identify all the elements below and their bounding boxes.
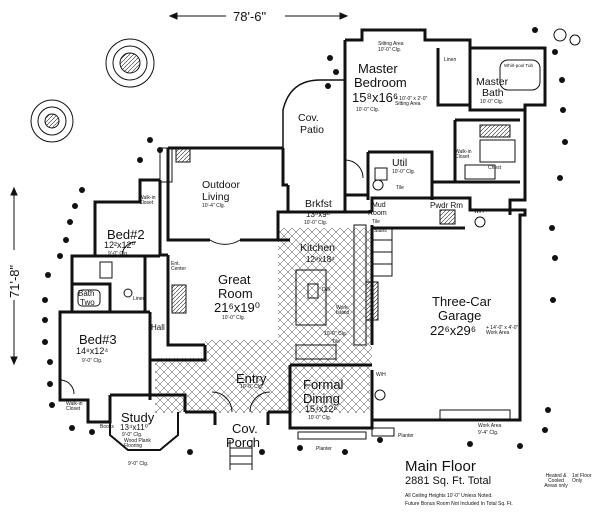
heated-note: Heated & Cooled Areas only bbox=[544, 473, 568, 489]
stairs-label: Stairs bbox=[374, 228, 387, 234]
ent-center-label: Ent. Center bbox=[171, 261, 187, 272]
master-bath-ceiling: 10'-0" Clg. bbox=[480, 99, 504, 105]
walls bbox=[58, 28, 547, 451]
formal-dining-ceiling: 10'-0" Clg. bbox=[308, 415, 332, 421]
garage-dims: 22⁶x29⁶ bbox=[430, 323, 477, 338]
ceiling-heights-note: All Ceiling Heights 10'-0" Unless Noted. bbox=[405, 493, 493, 499]
master-bath-name-2: Bath bbox=[482, 87, 504, 99]
linen-bath-label: Linen bbox=[133, 296, 146, 302]
bed2-name: Bed#2 bbox=[107, 227, 145, 242]
wh-top-label: W/H bbox=[474, 209, 484, 215]
outdoor-living-name-1: Outdoor bbox=[202, 179, 240, 191]
linen-master-label: Linen bbox=[444, 57, 457, 63]
walkin-bed3-label: Walk-in Closet bbox=[66, 401, 83, 412]
brkfst-ceiling: 10'-0" Clg. bbox=[304, 220, 328, 226]
books-label: Books bbox=[100, 424, 114, 430]
brkfst-dims: 13⁶x9⁸ bbox=[306, 210, 331, 219]
formal-dining-dims: 15⁴x12⁶ bbox=[305, 404, 338, 414]
entry-name: Entry bbox=[236, 371, 267, 386]
util-tile: Tile bbox=[396, 185, 404, 191]
work-area-ceiling: 9'-4" Clg. bbox=[478, 430, 499, 436]
great-room-dims: 21⁶x19⁰ bbox=[214, 300, 260, 315]
cov-porch-name-1: Cov. bbox=[232, 421, 258, 436]
whirlpool-label: Whirl-pool Tub bbox=[504, 63, 534, 68]
great-room-name-2: Room bbox=[218, 286, 253, 301]
study-name: Study bbox=[121, 410, 155, 425]
master-bedroom-ceiling: 10'-0" Clg. bbox=[356, 107, 380, 113]
depth-dimension-line bbox=[10, 186, 18, 366]
shrub-symbols bbox=[42, 27, 568, 455]
bed3-dims: 14⁸x12⁴ bbox=[76, 346, 109, 356]
master-bedroom-note: + 10'-0" x 2'-0" Sitting Area bbox=[395, 96, 428, 107]
overall-depth-label: 71'-8" bbox=[7, 264, 22, 298]
study-bay-ceiling: 9'-0" Clg. bbox=[128, 461, 149, 467]
formal-dining-name-2: Dining bbox=[303, 391, 340, 406]
brkfst-name: Brkfst bbox=[305, 198, 332, 210]
bonus-room-note: Future Bonus Room Not Included In Total … bbox=[405, 501, 513, 507]
master-bedroom-name-2: Bedroom bbox=[354, 75, 407, 90]
work-island-label: Work Island bbox=[336, 305, 350, 316]
width-dimension-line bbox=[168, 12, 349, 20]
work-area-label: Work Area bbox=[478, 423, 502, 429]
bed2-ceiling: 9'-0" Clg. bbox=[108, 251, 129, 257]
kitchen-dims: 12⁸x18⁴ bbox=[306, 255, 335, 264]
hall-label: Hall bbox=[151, 323, 165, 332]
kitchen-name: Kitchen bbox=[300, 242, 336, 254]
garage-name-2: Garage bbox=[438, 308, 482, 323]
study-floor: Wood Plank Flooring bbox=[124, 438, 151, 449]
mud-room-name-2: Room bbox=[368, 210, 387, 217]
great-room-name-1: Great bbox=[218, 272, 251, 287]
overall-width-label: 78'-6" bbox=[233, 9, 267, 24]
tree-symbols bbox=[30, 28, 581, 143]
garage-note: + 14'-0" x 4'-0" Work Area bbox=[486, 325, 519, 336]
sitting-area-label: Sitting Area bbox=[378, 41, 404, 47]
sqft-total: 2881 Sq. Ft. Total bbox=[405, 475, 492, 487]
util-ceiling: 10'-0" Clg. bbox=[392, 169, 416, 175]
formal-dining-name-1: Formal bbox=[303, 377, 344, 392]
study-ceiling: 9'-0" Clg. bbox=[122, 432, 143, 438]
bed3-ceiling: 9'-0" Clg. bbox=[82, 358, 103, 364]
dw-label: DW bbox=[322, 287, 331, 293]
master-bath-name-1: Master bbox=[476, 76, 509, 88]
sitting-area-ceiling: 10'-0" Clg. bbox=[378, 47, 402, 53]
mud-room-name-1: Mud bbox=[372, 202, 386, 209]
chest-label: Chest bbox=[488, 165, 502, 171]
cov-patio-name-1: Cov. bbox=[298, 112, 319, 124]
main-floor-heading: Main Floor bbox=[405, 458, 476, 475]
bed2-dims: 12²x12⁰ bbox=[104, 240, 136, 250]
bath-two-name-2: Two bbox=[80, 298, 95, 307]
bath-two-name-1: Bath bbox=[78, 289, 95, 298]
master-bedroom-dims: 15⁸x16⁶ bbox=[352, 90, 399, 105]
outdoor-living-ceiling: 10'-4" Clg. bbox=[202, 203, 226, 209]
util-name: Util bbox=[392, 157, 408, 169]
walkin-master-label: Walk-in Closet bbox=[455, 149, 472, 160]
mud-room-tile: Tile bbox=[372, 219, 380, 225]
thin-walls bbox=[59, 59, 541, 470]
great-room-ceiling: 10'-0" Clg. bbox=[222, 315, 246, 321]
walkin-bed2-label: Walk-in Closet bbox=[139, 195, 156, 206]
wh-dining-label: W/H bbox=[376, 372, 386, 378]
outdoor-living-name-2: Living bbox=[202, 191, 230, 203]
kitchen-ceiling: 10'-0" Clg. bbox=[324, 331, 348, 337]
entry-ceiling: 10'-0" Clg. bbox=[240, 384, 264, 390]
master-bedroom-name-1: Master bbox=[358, 61, 398, 76]
garage-name-1: Three-Car bbox=[432, 294, 492, 309]
kitchen-tile: Tile bbox=[332, 339, 340, 345]
planter-left-label: Planter bbox=[316, 446, 332, 452]
study-dims: 13⁴x11⁰ bbox=[120, 423, 148, 432]
bed3-name: Bed#3 bbox=[79, 332, 117, 347]
cov-patio-name-2: Patio bbox=[300, 124, 324, 136]
planter-right-label: Planter bbox=[398, 433, 414, 439]
floor-only-note: 1st Floor Only bbox=[572, 473, 592, 484]
cov-porch-name-2: Porch bbox=[226, 435, 260, 450]
pwder-rm-label: Pwdr Rm bbox=[430, 201, 463, 210]
